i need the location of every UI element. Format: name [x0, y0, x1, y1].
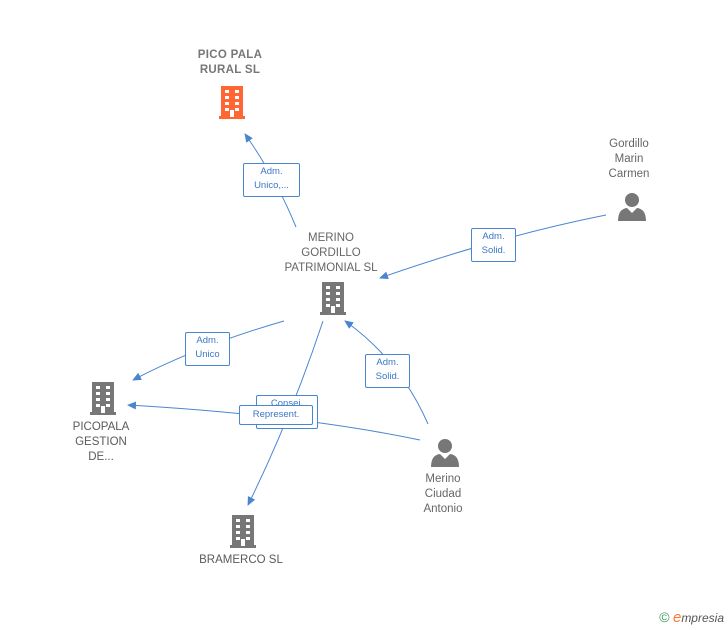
- edge-label-represent: Represent.: [239, 405, 313, 425]
- brand-initial: e: [672, 609, 682, 626]
- merino-ciudad-label: Merino Ciudad Antonio: [423, 473, 463, 515]
- building-icon[interactable]: [87, 381, 119, 415]
- empresia-brand: © empresia: [659, 609, 724, 626]
- bramerco-label: BRAMERCO SL: [199, 554, 283, 566]
- edge-label-adm-unico-pico-pala: Adm. Unico,...: [243, 163, 300, 197]
- building-icon[interactable]: [216, 85, 248, 119]
- pico-pala-label: PICO PALA RURAL SL: [197, 49, 263, 76]
- gordillo-marin-label: Gordillo Marin Carmen: [608, 138, 650, 180]
- building-icon[interactable]: [317, 281, 349, 315]
- brand-name: mpresia: [681, 611, 724, 625]
- picopala-gestion-label: PICOPALA GESTION DE...: [72, 421, 130, 463]
- edge-label-adm-unico-picopala: Adm. Unico: [185, 332, 230, 366]
- edge-label-adm-solid-merino-ciudad: Adm. Solid.: [365, 354, 410, 388]
- copyright-symbol: ©: [659, 609, 670, 625]
- person-icon[interactable]: [430, 437, 460, 467]
- merino-gordillo-label: MERINO GORDILLO PATRIMONIAL SL: [284, 232, 378, 274]
- building-icon[interactable]: [227, 514, 259, 548]
- person-icon[interactable]: [617, 191, 647, 221]
- edge-label-adm-solid-gordillo: Adm. Solid.: [471, 228, 516, 262]
